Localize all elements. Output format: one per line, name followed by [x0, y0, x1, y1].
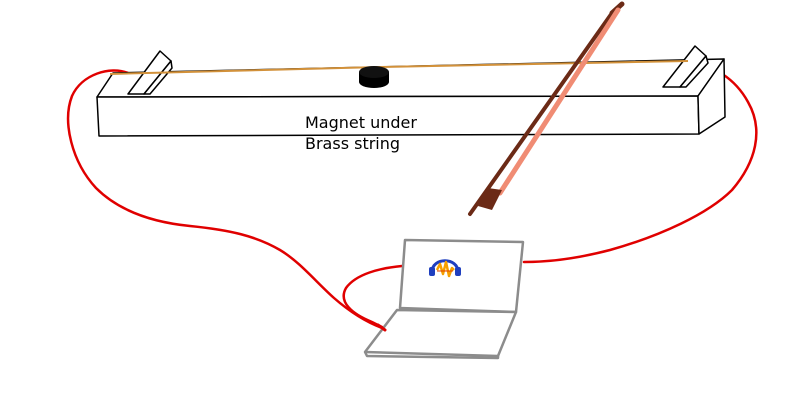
magnet-caption: Magnet under Brass string: [305, 112, 417, 154]
audacity-headphones-icon: [429, 259, 461, 278]
laptop-base: [363, 308, 518, 358]
laptop: [363, 238, 525, 360]
red-wire-right: [522, 63, 758, 264]
wire-connector: [376, 323, 387, 332]
red-wire: [66, 69, 384, 330]
laptop-screen: [398, 238, 525, 314]
violin-bow: [468, 1, 625, 216]
caption-line-1: Magnet under: [305, 113, 417, 132]
magnet-icon: [359, 66, 389, 88]
right-bridge: [662, 45, 709, 88]
board-top: [96, 58, 725, 98]
caption-line-2: Brass string: [305, 134, 401, 153]
board-side: [697, 58, 726, 135]
